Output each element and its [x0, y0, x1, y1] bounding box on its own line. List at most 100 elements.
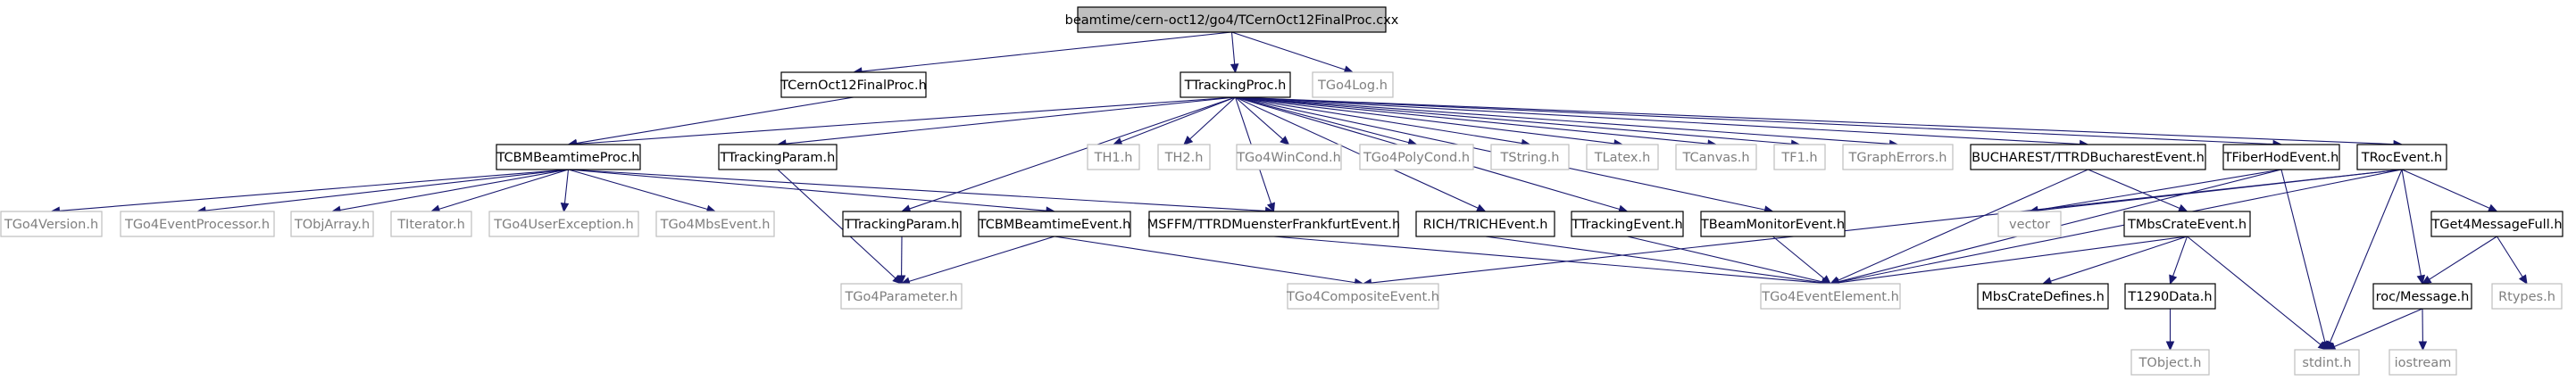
- node-label: T1290Data.h: [2127, 290, 2212, 304]
- edge-cbmevent-to-go4param: [900, 236, 1055, 286]
- node-label: MSFFM/TTRDMuensterFrankfurtEvent.h: [1147, 218, 1400, 232]
- node-box: [1842, 144, 1954, 170]
- edge-root-to-cernproc: [852, 31, 1232, 76]
- node-rocevent[interactable]: TRocEvent.h: [2356, 144, 2447, 170]
- node-label: TObject.h: [2138, 356, 2202, 370]
- node-trackevent[interactable]: TTrackingEvent.h: [1571, 211, 1684, 237]
- node-tstring: TString.h: [1490, 144, 1570, 170]
- node-box: [2430, 211, 2563, 237]
- node-box: [840, 283, 963, 310]
- node-box: [2356, 144, 2447, 170]
- node-stdint: stdint.h: [2294, 349, 2360, 376]
- node-polycond: TGo4PolyCond.h: [1359, 144, 1474, 170]
- node-cbmevent[interactable]: TCBMBeamtimeEvent.h: [978, 211, 1131, 237]
- node-bucharest[interactable]: BUCHAREST/TTRDBucharestEvent.h: [1970, 144, 2206, 170]
- node-box: [488, 211, 639, 237]
- node-vector: vector: [1997, 211, 2062, 237]
- node-root[interactable]: beamtime/cern-oct12/go4/TCernOct12FinalP…: [1065, 6, 1399, 33]
- node-label: TTrackingParam.h: [720, 151, 836, 165]
- node-box: [120, 211, 275, 237]
- edge-rocevent-to-rocmsg: [2401, 169, 2426, 286]
- edge-mbscrate-to-t1290: [2169, 236, 2188, 286]
- node-box: [1490, 144, 1570, 170]
- edge-rocevent-to-vector: [2028, 169, 2403, 215]
- node-box: [2388, 349, 2457, 376]
- node-mbscrate[interactable]: TMbsCrateEvent.h: [2123, 211, 2251, 237]
- node-label: Rtypes.h: [2498, 290, 2555, 304]
- edge-rocevent-to-get4msgfull: [2401, 169, 2498, 212]
- node-trackparam1[interactable]: TTrackingParam.h: [718, 144, 838, 170]
- edge-mbscrate-to-mbsdefs: [2041, 236, 2188, 286]
- edge-get4msgfull-to-rocmsg: [2421, 236, 2497, 285]
- node-box: [1077, 6, 1387, 33]
- node-beammon[interactable]: TBeamMonitorEvent.h: [1700, 211, 1846, 237]
- node-label: TGo4PolyCond.h: [1363, 151, 1470, 165]
- node-titerator: TIterator.h: [390, 211, 472, 237]
- node-th2: TH2.h: [1157, 144, 1211, 170]
- node-msffm[interactable]: MSFFM/TTRDMuensterFrankfurtEvent.h: [1147, 211, 1400, 237]
- node-label: MbsCrateDefines.h: [1981, 290, 2105, 304]
- node-label: TGo4UserException.h: [493, 218, 633, 232]
- edge-fiberhod-to-stdint: [2280, 169, 2330, 352]
- node-box: [0, 211, 103, 237]
- edge-cernproc-to-cbmproc: [567, 96, 854, 148]
- node-rich[interactable]: RICH/TRICHEvent.h: [1415, 211, 1555, 237]
- node-label: TTrackingParam.h: [844, 218, 960, 232]
- node-box: [1180, 71, 1291, 98]
- edge-tracking-to-tcanvas: [1235, 96, 1718, 148]
- node-tgrapherr: TGraphErrors.h: [1842, 144, 1954, 170]
- node-box: [2372, 283, 2472, 310]
- node-cbmproc[interactable]: TCBMBeamtimeProc.h: [496, 144, 641, 170]
- node-box: [655, 211, 775, 237]
- edge-tracking-to-wincond: [1235, 96, 1290, 145]
- node-get4msgfull[interactable]: TGet4MessageFull.h: [2430, 211, 2563, 237]
- node-box: [2130, 349, 2210, 376]
- node-label: roc/Message.h: [2376, 290, 2470, 304]
- edges-layer: [50, 31, 2528, 352]
- node-label: TH2.h: [1164, 151, 1204, 165]
- node-box: [1287, 283, 1439, 310]
- node-box: [842, 211, 962, 237]
- node-box: [1571, 211, 1684, 237]
- node-label: TGo4Version.h: [4, 218, 98, 232]
- edge-cbmproc-to-go4version: [50, 169, 569, 215]
- node-th1: TH1.h: [1087, 144, 1140, 170]
- node-box: [1675, 144, 1757, 170]
- node-tcanvas: TCanvas.h: [1675, 144, 1757, 170]
- edge-cbmproc-to-titerator: [429, 169, 569, 213]
- edge-tracking-to-trackparam1: [776, 96, 1236, 148]
- node-trackparam2[interactable]: TTrackingParam.h: [842, 211, 962, 237]
- node-cernproc[interactable]: TCernOct12FinalProc.h: [779, 71, 927, 98]
- node-box: [780, 71, 927, 98]
- node-box: [978, 211, 1131, 237]
- node-box: [1312, 71, 1394, 98]
- node-composite: TGo4CompositeEvent.h: [1286, 283, 1439, 310]
- node-label: TRocEvent.h: [2361, 151, 2442, 165]
- node-label: TGo4EventProcessor.h: [124, 218, 270, 232]
- node-label: TF1.h: [1780, 151, 1817, 165]
- node-box: [496, 144, 641, 170]
- node-box: [1586, 144, 1659, 170]
- node-mbsdefs[interactable]: MbsCrateDefines.h: [1977, 283, 2109, 310]
- node-tracking[interactable]: TTrackingProc.h: [1180, 71, 1291, 98]
- node-label: TGo4MbsEvent.h: [660, 218, 771, 232]
- node-box: [1359, 144, 1474, 170]
- node-tobjarray: TObjArray.h: [290, 211, 374, 237]
- node-label: TGo4EventElement.h: [1761, 290, 1899, 304]
- node-label: TCernOct12FinalProc.h: [779, 79, 927, 93]
- node-rocmsg[interactable]: roc/Message.h: [2372, 283, 2472, 310]
- edge-cbmproc-to-go4evproc: [196, 169, 569, 215]
- edge-get4msgfull-to-rtypes: [2497, 236, 2528, 286]
- node-label: TCBMBeamtimeEvent.h: [978, 218, 1131, 232]
- node-go4evproc: TGo4EventProcessor.h: [120, 211, 275, 237]
- node-t1290[interactable]: T1290Data.h: [2124, 283, 2216, 310]
- node-fiberhod[interactable]: TFiberHodEvent.h: [2222, 144, 2340, 170]
- edge-trackparam2-to-go4param: [896, 236, 906, 286]
- edge-cbmproc-to-cbmevent: [568, 169, 1056, 215]
- node-label: TBeamMonitorEvent.h: [1700, 218, 1845, 232]
- node-rtypes: Rtypes.h: [2491, 283, 2563, 310]
- node-go4version: TGo4Version.h: [0, 211, 103, 237]
- node-box: [1415, 211, 1555, 237]
- edge-rocmsg-to-iostream: [2418, 308, 2428, 352]
